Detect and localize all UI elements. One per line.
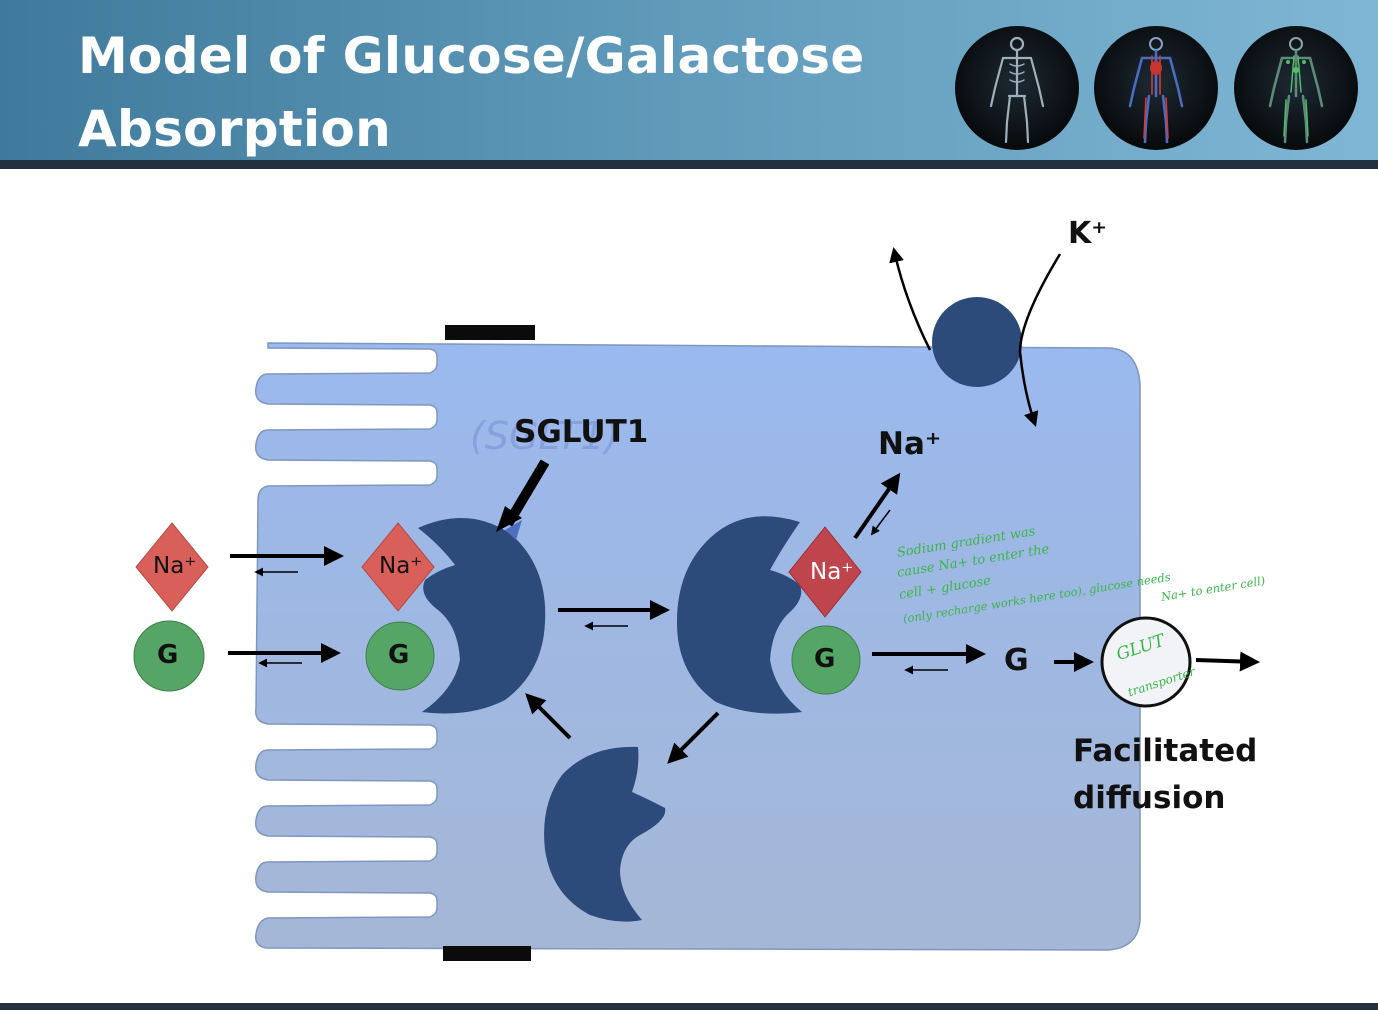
circulatory-body-image: [1094, 26, 1218, 150]
equilibrium-arrows: [228, 472, 1260, 764]
glucose-molecule-bound: [365, 621, 435, 691]
lymphatic-body-image: [1234, 26, 1358, 150]
potassium-label: K⁺: [1068, 216, 1108, 251]
sglut1-pointer-head: [496, 506, 522, 532]
sodium-released-text: Na⁺: [810, 559, 854, 585]
facilitated-diffusion-line-1: Facilitated: [1073, 733, 1258, 769]
sodium-bound-text: Na⁺: [379, 553, 423, 579]
glucose-molecule-lumen: [133, 620, 205, 692]
glucose-exit-label: G: [1004, 643, 1029, 678]
skeletal-body-image: [955, 26, 1079, 150]
facilitated-diffusion-line-2: diffusion: [1073, 780, 1226, 816]
sodium-potassium-pump: [932, 297, 1022, 387]
sglut1-pointer-shadow: [505, 520, 522, 540]
sglt1-ghost-label: (SGLT1): [470, 414, 620, 458]
sodium-ion-bound: [361, 522, 435, 612]
title-line-1: Model of Glucose/Galactose: [78, 27, 865, 85]
glucose-released-text: G: [814, 644, 836, 674]
tight-junction-bottom: [443, 946, 531, 961]
header-divider: [0, 160, 1378, 169]
sodium-lumen-text: Na⁺: [153, 553, 197, 579]
glucose-lumen-text: G: [157, 640, 179, 670]
sodium-ion-lumen: [135, 522, 209, 612]
tight-junction-top: [445, 325, 535, 340]
footer-divider: [0, 1003, 1378, 1010]
potassium-influx-arrow: [1018, 253, 1062, 427]
sglut1-label: SGLUT1: [514, 414, 649, 450]
glucose-bound-text: G: [388, 640, 410, 670]
sglt1-inward-facing: [676, 516, 802, 714]
sodium-efflux-arrow: [889, 247, 932, 351]
sglt1-recycling: [544, 746, 666, 922]
title-line-2: Absorption: [78, 100, 392, 158]
glut-transporter: [1100, 616, 1192, 708]
sglt1-outward-facing: [418, 518, 546, 714]
sodium-ion-released: [788, 526, 862, 618]
glucose-molecule-released: [791, 625, 861, 695]
sodium-exit-label: Na⁺: [878, 426, 942, 462]
